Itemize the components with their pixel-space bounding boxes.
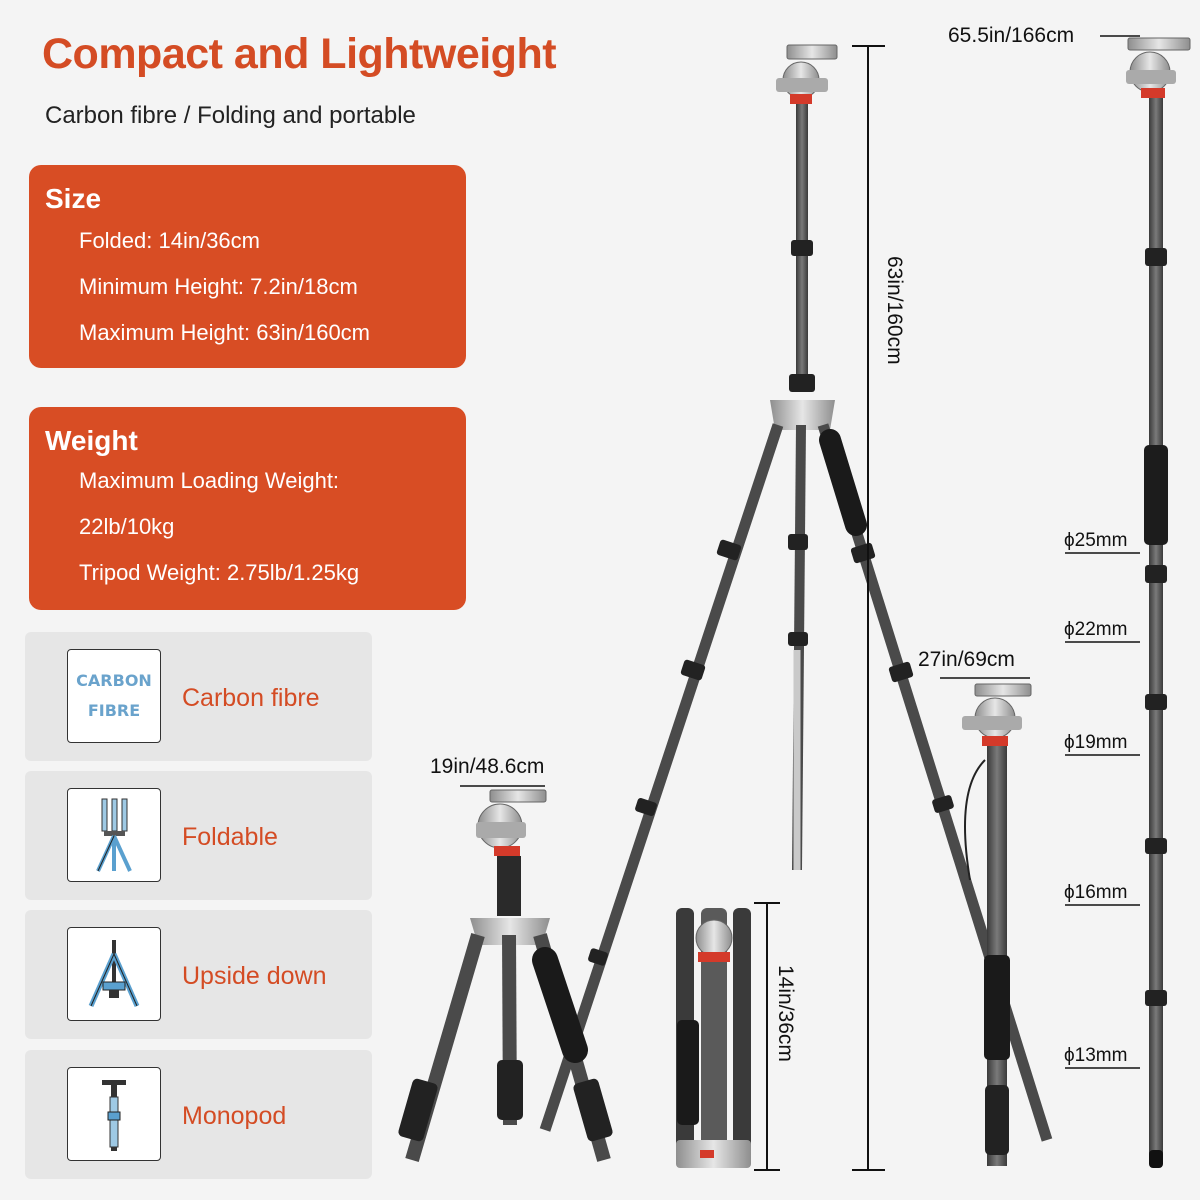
feature-monopod: Monopod [25, 1050, 372, 1179]
size-folded: Folded: 14in/36cm [79, 228, 260, 253]
page-subtitle: Carbon fibre / Folding and portable [45, 102, 416, 129]
feature-label-upside-down: Upside down [182, 962, 327, 990]
size-maximum-height: Maximum Height: 63in/160cm [79, 320, 371, 345]
folded-tripod [676, 908, 751, 1168]
folded-height-dimension [754, 902, 780, 1171]
diameter-label-13: ϕ13mm [1064, 1045, 1128, 1066]
weight-max-load-value: 22lb/10kg [79, 514, 175, 539]
diameter-label-25: ϕ25mm [1064, 530, 1128, 551]
weight-card: Weight Maximum Loading Weight: 22lb/10kg… [29, 407, 466, 610]
mid-height-label: 19in/48.6cm [430, 755, 545, 778]
feature-label-foldable: Foldable [182, 823, 278, 851]
feature-upside-down: Upside down [25, 910, 372, 1039]
mid-tripod [398, 785, 613, 1162]
diameter-label-16: ϕ16mm [1064, 882, 1128, 903]
diameter-label-22: ϕ22mm [1064, 619, 1128, 640]
folded-height-label: 14in/36cm [774, 965, 797, 1062]
weight-tripod-weight: Tripod Weight: 2.75lb/1.25kg [79, 560, 360, 585]
max-height-dimension [852, 45, 885, 1171]
monopod-short-height-label: 27in/69cm [918, 648, 1015, 671]
feature-label-carbon-fibre: Carbon fibre [182, 684, 320, 712]
carbon-fibre-icon: CARBON FIBRE [67, 649, 161, 743]
monopod-height-label: 65.5in/166cm [948, 24, 1075, 47]
page-title: Compact and Lightweight [42, 30, 557, 78]
carbon-icon-text-bottom: FIBRE [87, 701, 141, 720]
carbon-icon-text-top: CARBON [76, 671, 152, 690]
max-height-label: 63in/160cm [883, 256, 906, 365]
monopod-short [940, 677, 1032, 1166]
diameter-label-19: ϕ19mm [1064, 732, 1128, 753]
weight-max-load-label: Maximum Loading Weight: [79, 468, 340, 493]
monopod-icon [67, 1067, 161, 1161]
size-heading: Size [45, 183, 102, 214]
size-minimum-height: Minimum Height: 7.2in/18cm [79, 274, 358, 299]
size-card: Size Folded: 14in/36cm Minimum Height: 7… [29, 165, 466, 368]
foldable-tripod-icon [67, 788, 161, 882]
monopod-full [1065, 35, 1191, 1168]
feature-label-monopod: Monopod [182, 1102, 287, 1130]
feature-foldable: Foldable [25, 771, 372, 900]
feature-carbon-fibre: CARBON FIBRE Carbon fibre [25, 632, 372, 761]
upside-down-tripod-icon [67, 927, 161, 1021]
weight-heading: Weight [45, 425, 138, 456]
